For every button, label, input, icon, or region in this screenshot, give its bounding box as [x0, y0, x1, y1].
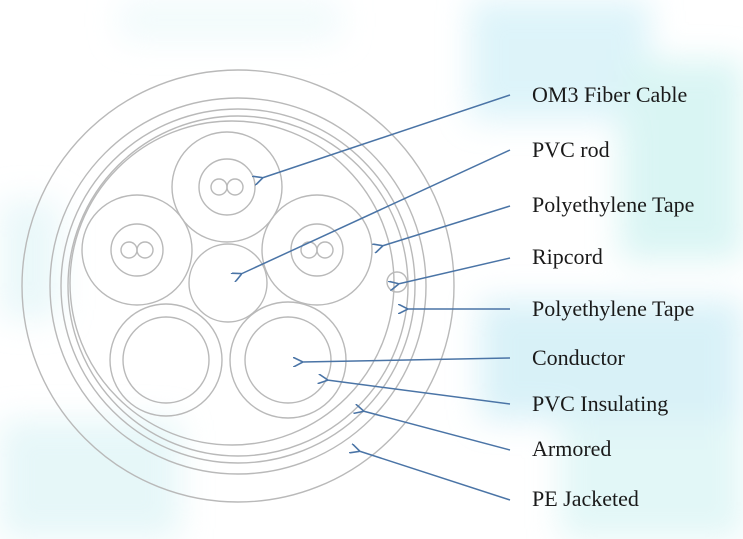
- fiber-top-left: [210, 178, 228, 196]
- fiber-right-left: [300, 241, 318, 259]
- label-conductor: Conductor: [532, 345, 625, 370]
- fiber-unit-right-buffer: [290, 223, 344, 277]
- arrow-pvc-rod: [241, 149, 511, 274]
- arrow-conductor: [302, 358, 511, 362]
- arrow-pe-jacketed: [359, 451, 511, 501]
- pe-jacket-outer-ring: [21, 69, 455, 503]
- arrow-pvc-insulating: [327, 380, 511, 405]
- fiber-unit-top-buffer: [198, 158, 256, 216]
- fiber-unit-top: [171, 131, 283, 243]
- fiber-unit-left-buffer: [110, 223, 164, 277]
- conductor-right-insulation: [229, 301, 347, 419]
- label-om3-fiber-cable: OM3 Fiber Cable: [532, 82, 688, 107]
- polyethylene-tape-outer-ring: [60, 108, 416, 464]
- arrow-polyethylene-tape-1: [382, 205, 511, 246]
- inner-sheath-ring: [67, 115, 409, 457]
- armor-ring: [49, 97, 427, 475]
- label-pvc-rod: PVC rod: [532, 137, 610, 162]
- core-bundle-ring: [69, 120, 395, 446]
- fiber-right-right: [316, 241, 334, 259]
- label-polyethylene-tape-2: Polyethylene Tape: [532, 296, 695, 321]
- label-ripcord: Ripcord: [532, 244, 603, 269]
- fiber-unit-left: [81, 194, 193, 306]
- fiber-left-right: [136, 241, 154, 259]
- conductor-left-insulation: [109, 303, 223, 417]
- label-polyethylene-tape-1: Polyethylene Tape: [532, 192, 695, 217]
- conductor-right-core: [244, 316, 332, 404]
- fiber-top-right: [226, 178, 244, 196]
- arrow-armored: [363, 411, 511, 451]
- label-pe-jacketed: PE Jacketed: [532, 486, 639, 511]
- pvc-rod: [188, 243, 268, 323]
- arrow-ripcord: [398, 257, 511, 284]
- label-armored: Armored: [532, 436, 612, 461]
- label-pvc-insulating: PVC Insulating: [532, 391, 669, 416]
- arrow-om3-fiber-cable: [262, 94, 511, 178]
- fiber-left-left: [120, 241, 138, 259]
- conductor-left-core: [122, 316, 210, 404]
